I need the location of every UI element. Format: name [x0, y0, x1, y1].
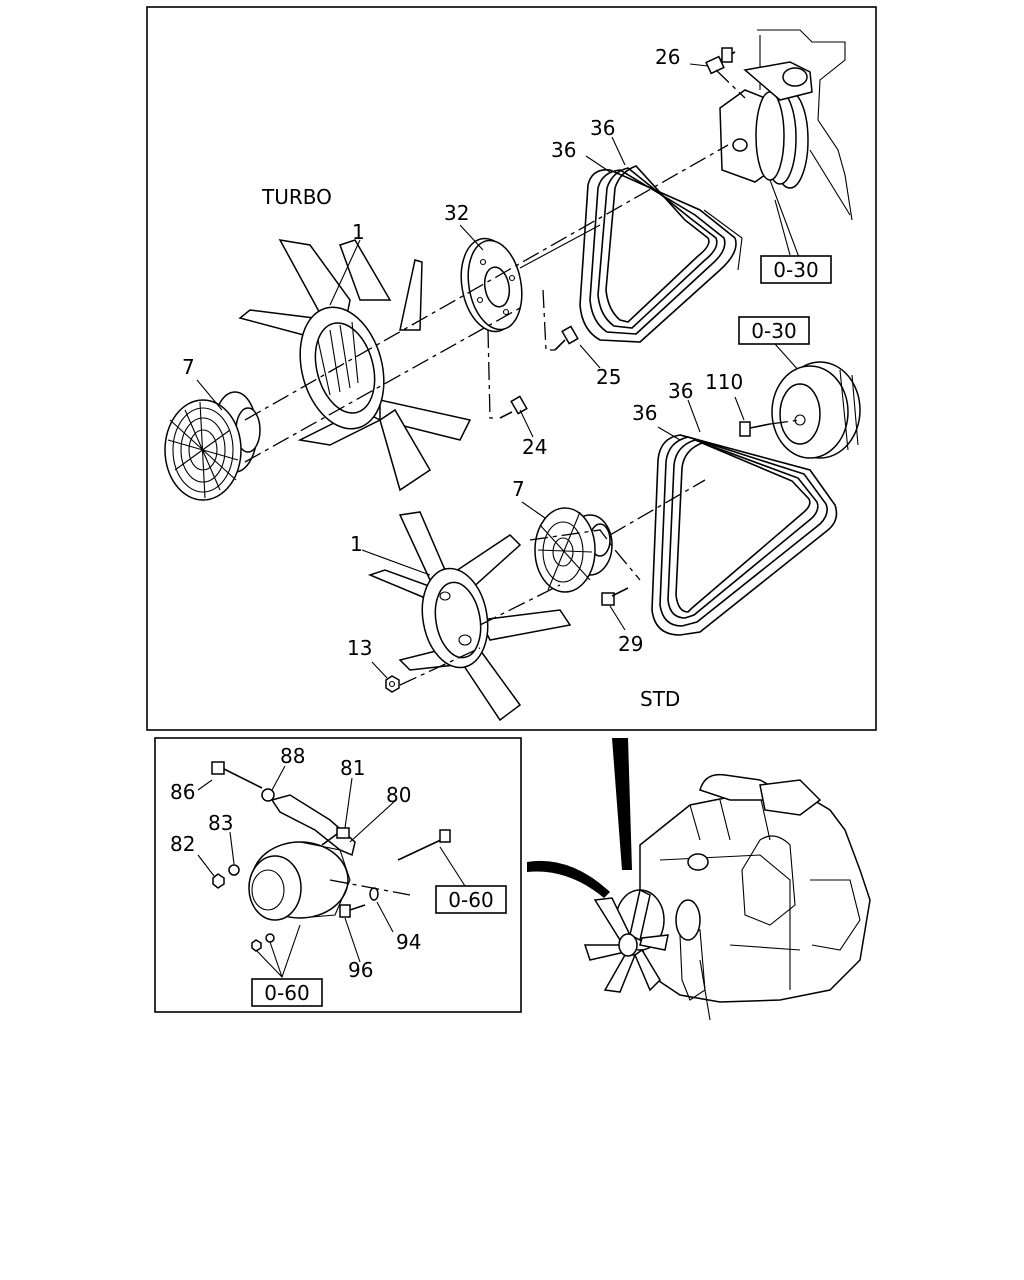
spacer-32: [460, 237, 523, 333]
callout-36-top-a: 36: [590, 116, 615, 140]
callout-36-bottom-b: 36: [632, 401, 657, 425]
fan-turbo: [238, 239, 472, 492]
callout-94: 94: [396, 930, 421, 954]
callout-1-std: 1: [350, 532, 363, 556]
main-panel-frame: [146, 6, 877, 731]
callout-1-turbo: 1: [352, 220, 365, 244]
callout-29: 29: [618, 632, 643, 656]
std-center-line-c: [529, 529, 641, 581]
callout-80: 80: [386, 783, 411, 807]
callout-96: 96: [348, 958, 373, 982]
crank-pulley: [771, 361, 861, 459]
leader-ref-pulley: [774, 343, 801, 373]
v-belt-std: [651, 434, 838, 636]
callout-7-turbo: 7: [182, 355, 195, 379]
callout-26: 26: [655, 45, 680, 69]
fan-std: [367, 511, 572, 722]
label-std: STD: [640, 687, 680, 711]
water-pump: [719, 29, 853, 261]
inset-leader-lines: [197, 765, 466, 979]
bolt-25: [542, 289, 579, 351]
callout-86: 86: [170, 780, 195, 804]
callout-81: 81: [340, 756, 365, 780]
callout-25: 25: [596, 365, 621, 389]
ref-box-pulley: 0-30: [738, 316, 810, 345]
callout-82: 82: [170, 832, 195, 856]
callout-36-bottom-a: 36: [668, 379, 693, 403]
ref-pump-label: 0-30: [773, 258, 818, 282]
leader-ref-pump: [774, 199, 791, 256]
ref-inset-bottom-label: 0-60: [264, 981, 309, 1005]
fan-clutch-turbo: [164, 391, 261, 501]
v-belt-turbo: [579, 165, 743, 343]
callout-88: 88: [280, 744, 305, 768]
alternator-assembly: [211, 761, 451, 952]
bolt-26: [689, 47, 746, 99]
ref-box-inset-right: 0-60: [435, 885, 507, 914]
nut-13: [371, 661, 400, 693]
callout-83: 83: [208, 811, 233, 835]
bolt-29: [601, 587, 629, 631]
ref-box-pump: 0-30: [760, 255, 832, 284]
callout-110: 110: [705, 370, 743, 394]
callout-24: 24: [522, 435, 547, 459]
label-turbo: TURBO: [261, 185, 332, 209]
ref-inset-right-label: 0-60: [448, 888, 493, 912]
inset-panel-frame: [154, 737, 522, 1013]
ref-pulley-label: 0-30: [751, 319, 796, 343]
engine-locator-illustration: [527, 738, 871, 1021]
ref-box-inset-bottom: 0-60: [251, 978, 323, 1007]
std-center-line-a: [479, 584, 561, 626]
bolt-24: [487, 329, 528, 419]
callout-32: 32: [444, 201, 469, 225]
std-center-line-b: [399, 647, 481, 686]
main-leader-lines: [196, 136, 701, 576]
callout-13: 13: [347, 636, 372, 660]
bolt-110: [734, 396, 801, 437]
callout-36-top-b: 36: [551, 138, 576, 162]
callout-7-std: 7: [512, 477, 525, 501]
turbo-center-lines: [244, 144, 729, 463]
fan-clutch-std: [534, 479, 706, 593]
